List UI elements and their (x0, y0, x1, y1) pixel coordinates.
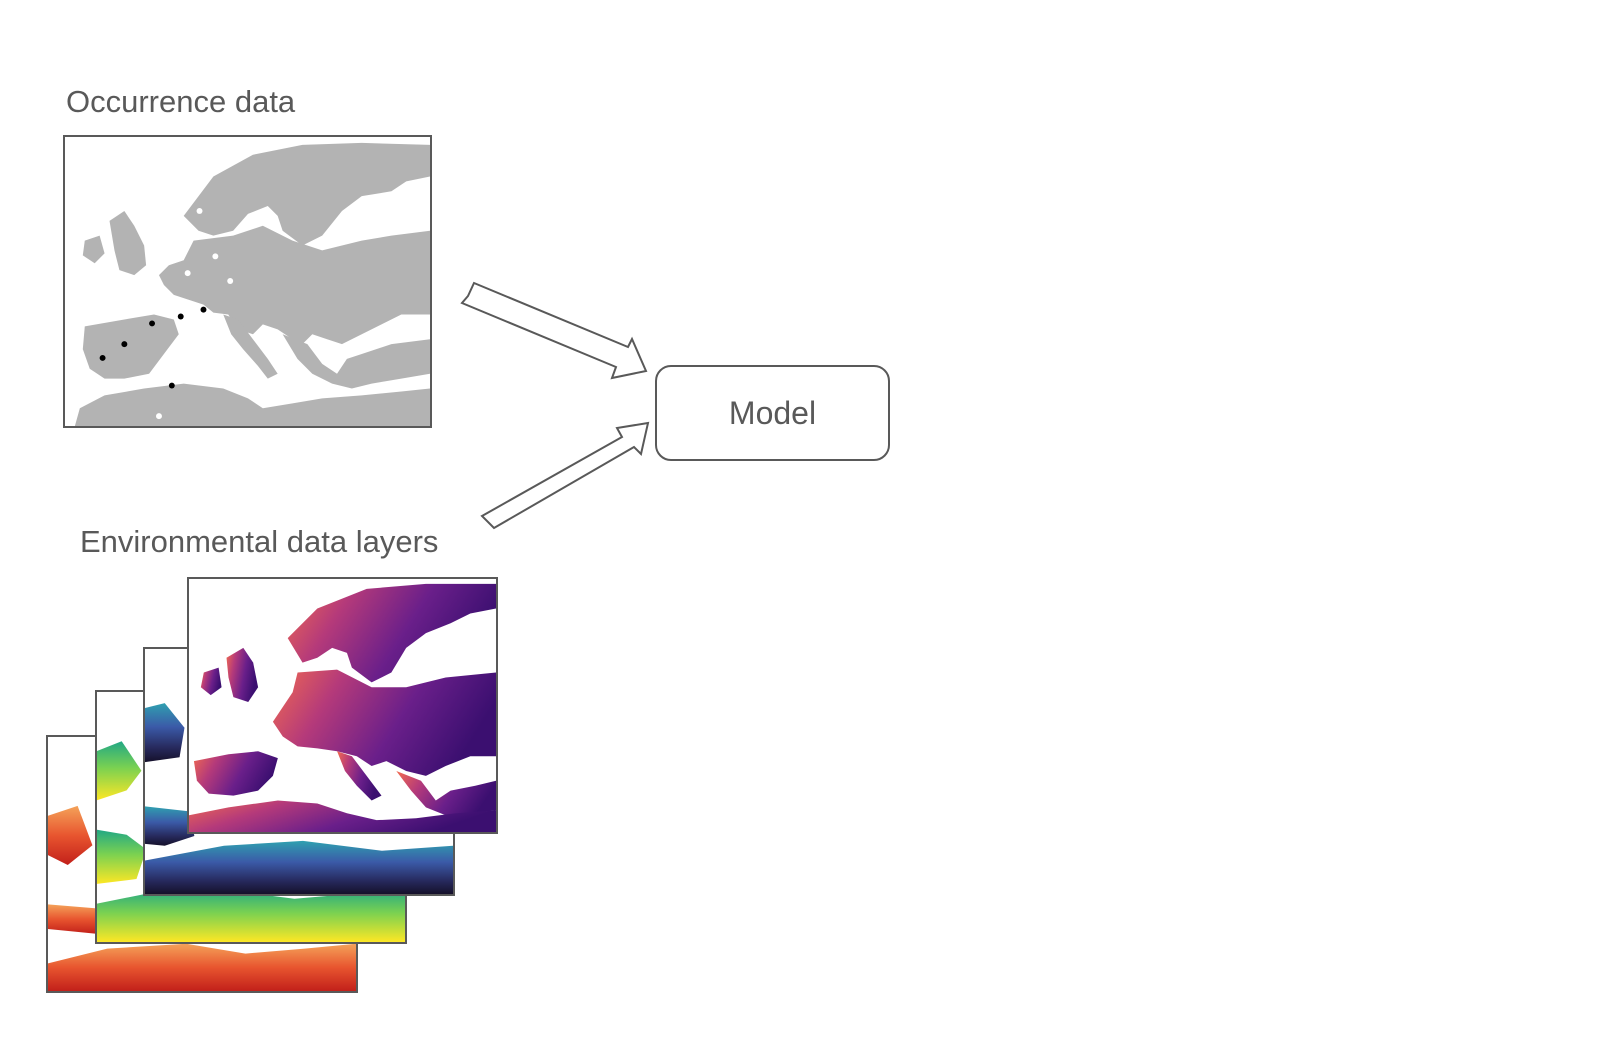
occurrence-to-model-arrow (460, 281, 648, 380)
absence-point (156, 413, 162, 420)
absence-point (148, 263, 155, 270)
absence-point (212, 253, 219, 260)
absence-point (227, 278, 234, 284)
presence-point (168, 382, 175, 389)
occurrence-data-title: Occurrence data (66, 84, 296, 119)
presence-point (177, 313, 184, 320)
presence-point (121, 341, 128, 348)
environmental-layers-title: Environmental data layers (80, 524, 439, 559)
model-box: Model (655, 365, 890, 461)
presence-point (200, 306, 207, 313)
occurrence-map (63, 135, 432, 428)
absence-points (148, 208, 234, 420)
presence-point (149, 320, 156, 327)
presence-point (99, 354, 106, 361)
env-layer-4 (187, 577, 498, 834)
absence-point (196, 208, 203, 214)
absence-point (184, 270, 191, 277)
environment-to-model-arrow (480, 421, 650, 530)
presence-points (99, 306, 207, 389)
model-label: Model (728, 394, 817, 431)
